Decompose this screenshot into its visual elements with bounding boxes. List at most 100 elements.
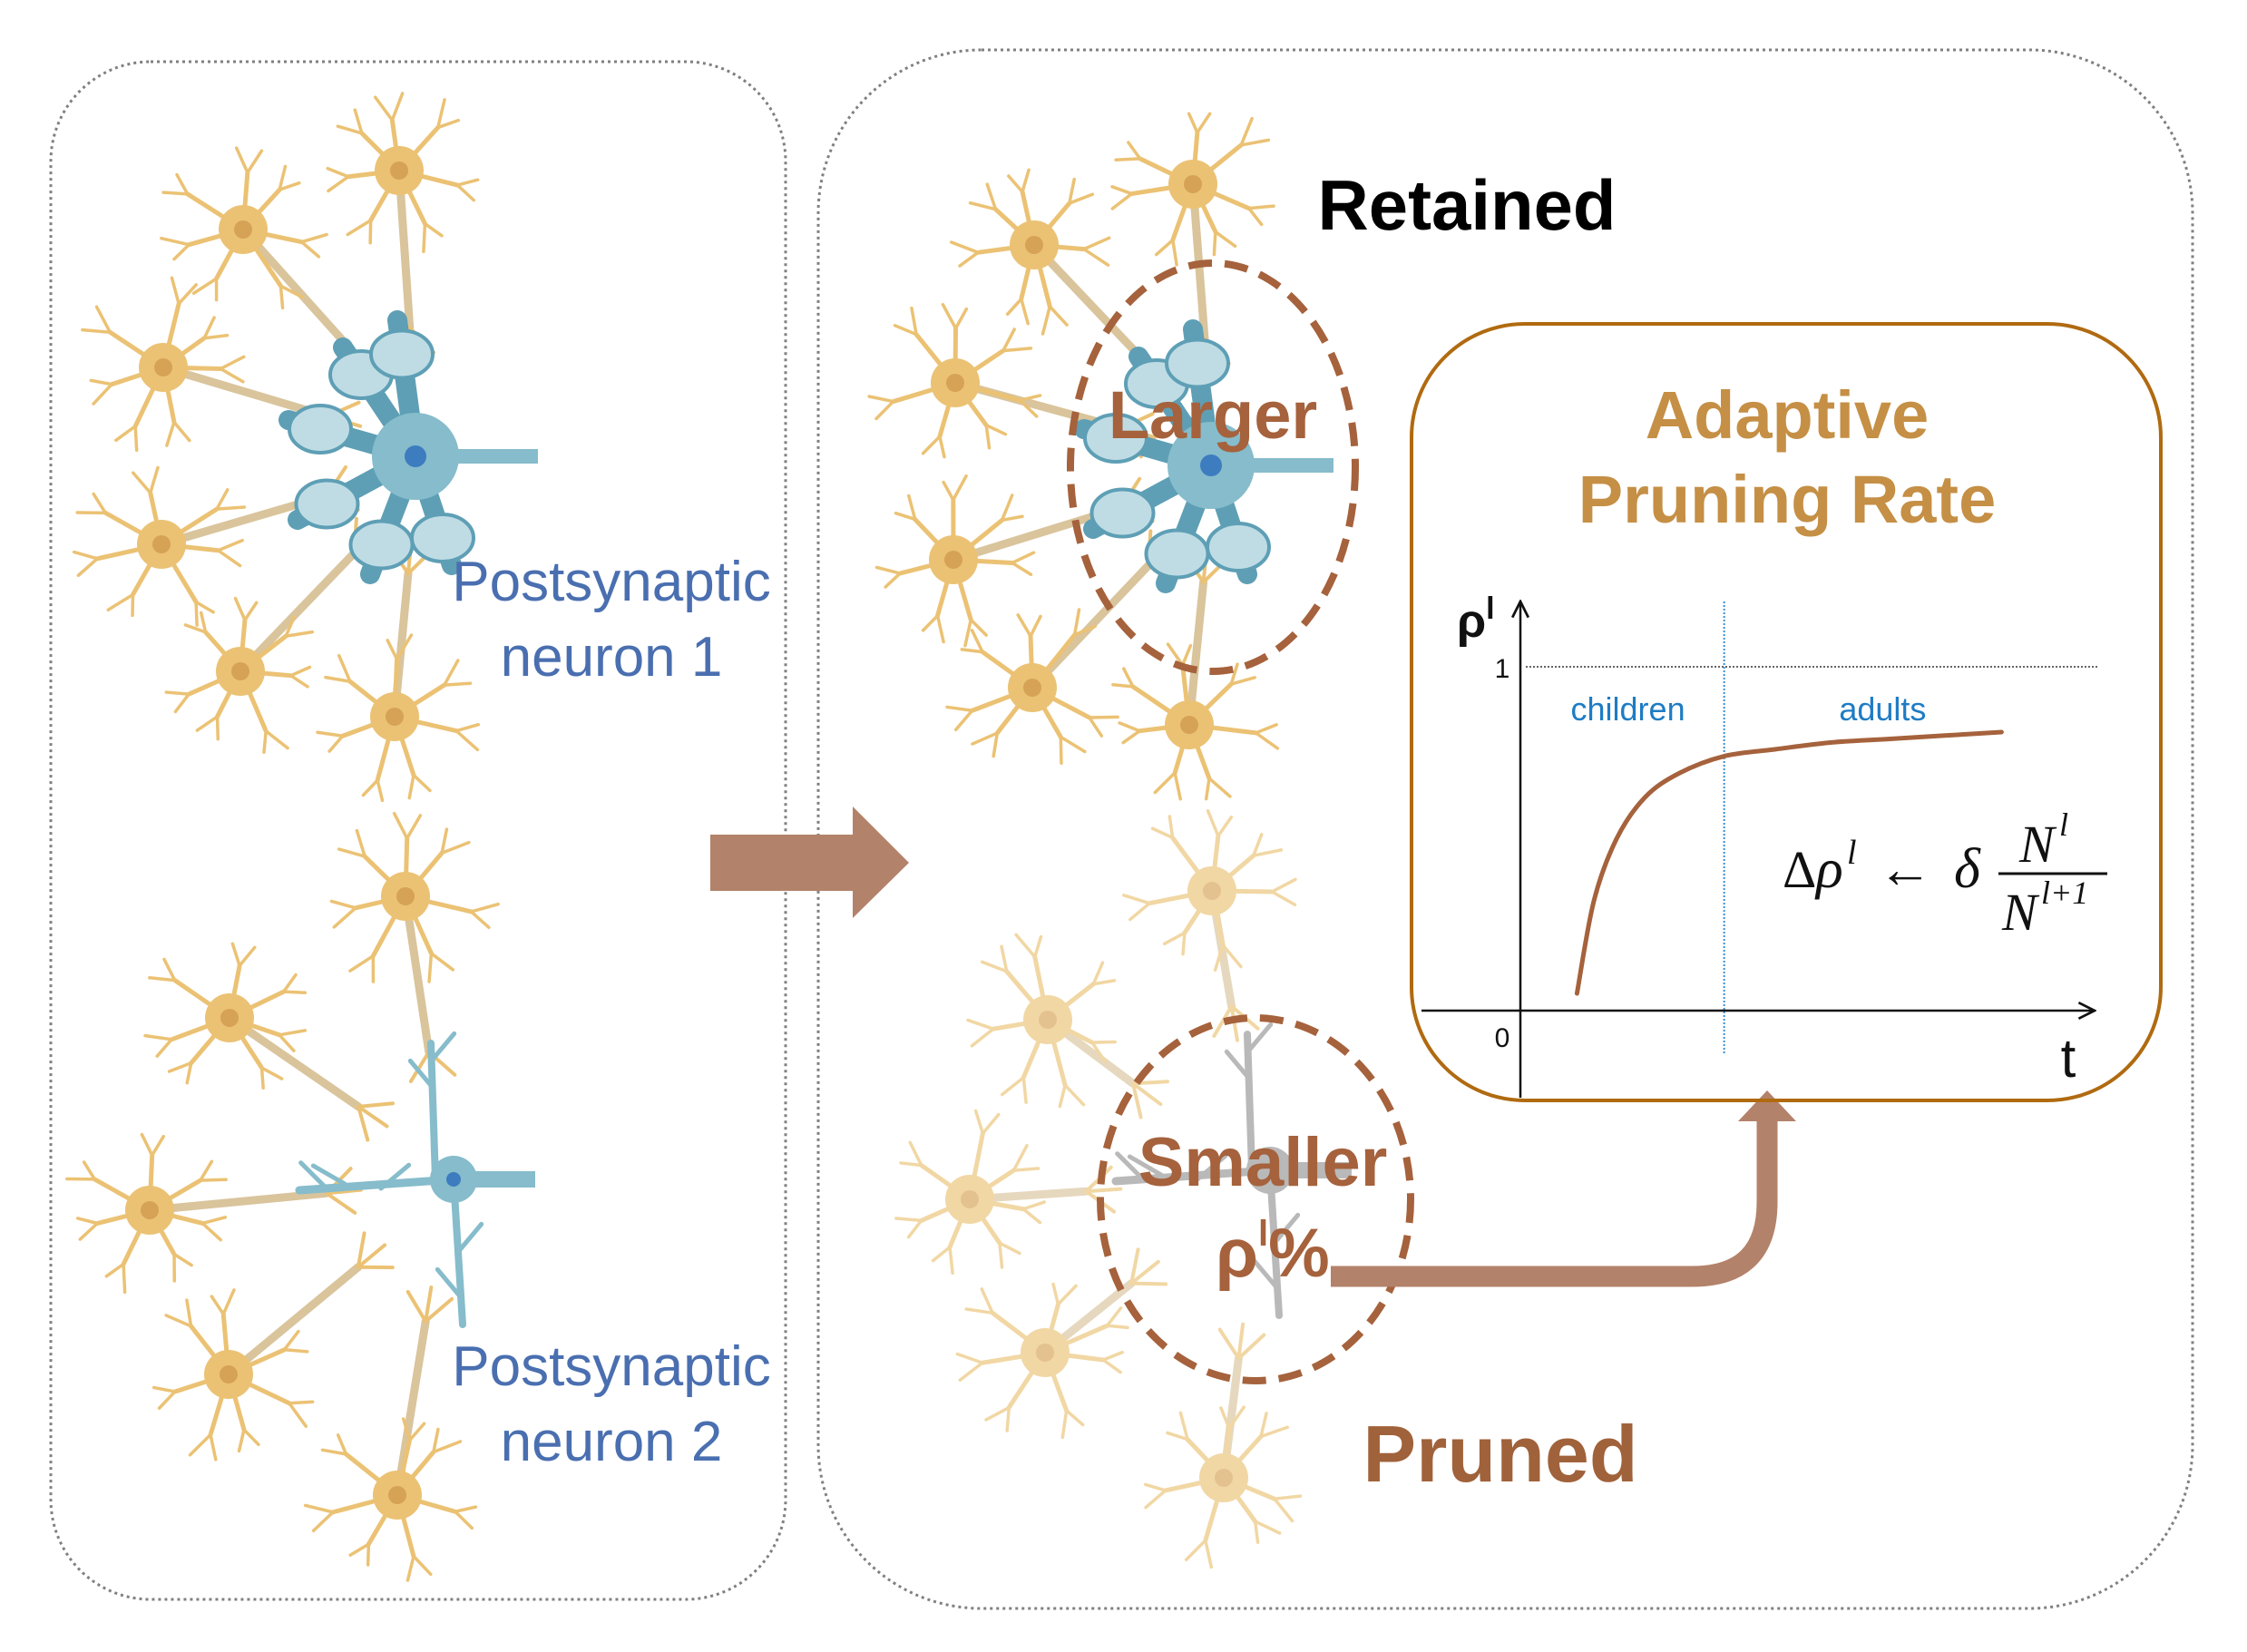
soma (1246, 1147, 1294, 1194)
neuron-group-pruned (894, 808, 1352, 1569)
retained-label: Retained (1318, 165, 1617, 245)
inset-title-line2: Pruning Rate (1578, 462, 1996, 537)
dendrite-lobe (1206, 522, 1271, 572)
nucleus (231, 662, 249, 680)
nucleus (946, 374, 964, 392)
nucleus (388, 1486, 406, 1504)
y-axis-label-sup: l (1486, 591, 1494, 626)
pruning-rate-chart: 0 1 children adults t ρl (1421, 591, 2097, 1098)
nucleus (1200, 455, 1222, 476)
axon (145, 1188, 331, 1215)
axon (159, 363, 332, 421)
right-panel-border (816, 48, 2194, 1610)
larger-highlight-ellipse (1067, 259, 1359, 675)
pruned-label: Pruned (1363, 1409, 1637, 1499)
larger-label: Larger (1109, 377, 1317, 453)
dendrite-lobe (288, 404, 353, 455)
series-line-rho (1574, 729, 2004, 996)
presynaptic-neuron (303, 1285, 478, 1582)
formula-denominator-sup: l+1 (2041, 875, 2088, 911)
dendrite-lobe (369, 328, 435, 380)
axon (236, 549, 358, 676)
presynaptic-neuron (894, 1109, 1123, 1276)
formula-rho: ρ (1814, 838, 1843, 900)
dendrite (1244, 1031, 1255, 1174)
dendrite-lobe (410, 513, 475, 563)
presynaptic-neuron (329, 811, 500, 1089)
x-axis-label: t (2061, 1028, 2076, 1089)
nucleus (961, 1190, 979, 1208)
presynaptic-neuron (326, 92, 480, 365)
formula-numerator: N (2018, 815, 2057, 874)
rho-superscript: l (1258, 1214, 1268, 1254)
adaptive-pruning-rate-inset: Adaptive Pruning Rate 0 1 children adult… (1410, 322, 2163, 1102)
dendrite-lobe (1144, 528, 1210, 580)
presynaptic-neuron (1144, 1322, 1303, 1569)
nucleus (220, 1365, 238, 1383)
smaller-label: Smaller (1138, 1124, 1388, 1201)
nucleus (1180, 716, 1198, 734)
neuron-group-retained (867, 112, 1334, 801)
bent-up-arrow-icon (1331, 1121, 1778, 1287)
y-tick-label-0: 0 (1495, 1023, 1510, 1053)
y-tick-label-1: 1 (1495, 654, 1510, 684)
presynaptic-neuron (160, 146, 392, 391)
presynaptic-neuron (81, 276, 363, 453)
dendrite-lobe (1083, 413, 1148, 464)
region-label-adults: adults (1839, 690, 1926, 728)
postsynaptic-neuron-large (1074, 319, 1334, 593)
neuron-1-label-line1: Postsynaptic (452, 551, 771, 613)
formula-delta-coef: δ (1954, 838, 1981, 900)
right-arrow-icon (710, 806, 909, 918)
presynaptic-neuron (949, 168, 1186, 403)
presynaptic-neuron (874, 474, 1156, 648)
presynaptic-neuron (151, 1231, 395, 1461)
postsynaptic-neuron-small (295, 1031, 535, 1328)
nucleus (1203, 882, 1221, 900)
dendrite-lobe (348, 519, 415, 571)
nucleus (1215, 1469, 1233, 1487)
axon (224, 1263, 363, 1379)
presynaptic-neuron (966, 933, 1169, 1119)
left-panel-border (49, 60, 787, 1601)
nucleus (154, 358, 172, 376)
axon (225, 1013, 363, 1111)
region-label-children: children (1571, 690, 1685, 728)
inset-border (1410, 322, 2163, 1102)
presynaptic-neuron (955, 1247, 1168, 1440)
neuron-group-2-original (65, 811, 535, 1582)
postsynaptic-neuron-small (1111, 1022, 1352, 1319)
rho-symbol: ρ (1216, 1215, 1258, 1292)
y-axis-label-symbol: ρ (1457, 595, 1486, 648)
nucleus (152, 535, 171, 553)
neuron-1-label-line2: neuron 1 (501, 626, 723, 689)
neuron-2-label-line2: neuron 2 (501, 1411, 723, 1473)
dendrite-lobe (294, 478, 360, 530)
y-axis-label: ρl (1457, 591, 1495, 648)
formula-rho-sup: l (1847, 834, 1857, 872)
formula-arrow: ← (1878, 839, 1932, 899)
nucleus (446, 1172, 461, 1187)
nucleus (141, 1201, 159, 1219)
nucleus (220, 1009, 239, 1027)
inset-title-line1: Adaptive (1646, 377, 1929, 453)
presynaptic-neuron (65, 1132, 363, 1295)
bent-arrow-head (1738, 1090, 1796, 1121)
dendrite-lobe (1165, 337, 1230, 389)
pruning-rate-formula: Δ ρ l ← δ N l N l+1 (1783, 806, 2107, 942)
nucleus (1025, 236, 1043, 254)
axon (239, 225, 359, 358)
nucleus (234, 220, 252, 239)
axon (401, 892, 434, 1057)
nucleus (1023, 679, 1041, 697)
formula-denominator: N (2001, 883, 2040, 942)
postsynaptic-neuron-large (278, 310, 538, 584)
nucleus (1036, 1344, 1054, 1362)
pruning-rate-label: ρl% (1216, 1214, 1330, 1292)
smaller-highlight-ellipse (1097, 1014, 1414, 1384)
presynaptic-neuron (1111, 545, 1279, 801)
nucleus (396, 887, 415, 905)
formula-delta: Δ (1783, 840, 1816, 899)
nucleus (386, 708, 404, 726)
